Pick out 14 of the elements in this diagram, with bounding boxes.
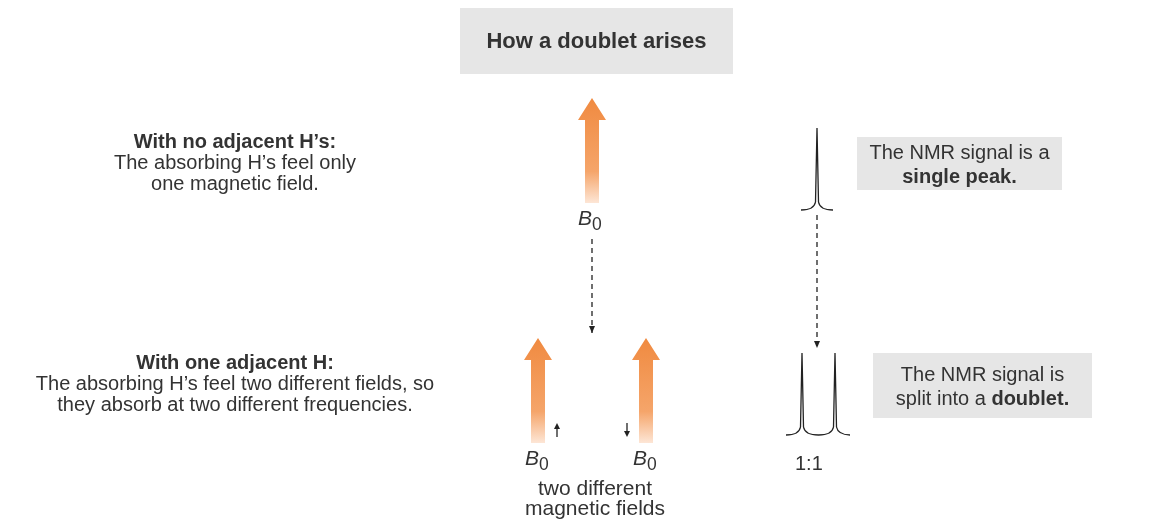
field-label: two different magnetic fields [523,478,667,518]
description-text: The absorbing H’s feel only one magnetic field. [113,152,357,194]
text-box: The NMR signal is split into a doublet. [873,353,1092,418]
title-box: How a doublet arises [460,8,733,74]
ratio-label: 1:1 [795,452,823,475]
field-label: B$_{0}$ [633,448,657,475]
heading-text: With no adjacent H’s: [132,131,338,152]
dashed-arrow [589,238,595,334]
description-text: The absorbing H’s feel two different fields, so they absorb at two different frequencies. [34,373,436,415]
field-label: B$_{0}$ [578,208,602,235]
field-label: B$_{0}$ [525,448,549,475]
dashed-arrow [814,214,820,349]
heading-text: With one adjacent H: [135,352,335,373]
text-box: The NMR signal is a single peak. [857,137,1062,190]
